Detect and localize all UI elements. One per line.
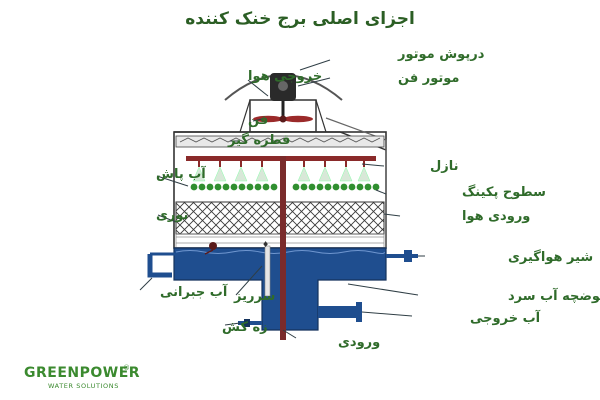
central-riser-pipe bbox=[280, 156, 286, 340]
label-motor-cover: درپوش موتور bbox=[397, 47, 485, 62]
air-vent-valve bbox=[386, 250, 418, 262]
label-fan: فن bbox=[248, 113, 268, 128]
drift-eliminator-layer bbox=[175, 135, 385, 148]
fan-blades bbox=[253, 115, 313, 123]
spray-nozzles bbox=[192, 161, 371, 182]
label-overflow: سرریز bbox=[233, 289, 275, 304]
overflow-pipe bbox=[264, 245, 271, 297]
label-packing-surface: سطوح پکینگ bbox=[462, 184, 546, 200]
svg-text:♦: ♦ bbox=[262, 240, 269, 249]
water-outlet-pipe bbox=[318, 306, 360, 318]
label-drift-eliminator: قطره گیر bbox=[227, 132, 290, 148]
label-drain: زه کش bbox=[222, 320, 268, 335]
label-water-outlet: آب خروجی bbox=[470, 309, 541, 326]
label-mesh: توری bbox=[156, 208, 188, 223]
label-inlet: ورودی bbox=[338, 335, 380, 350]
drain-pipe bbox=[238, 319, 262, 327]
label-air-outlet: خروجی هوا bbox=[248, 69, 322, 84]
water-spray-dots bbox=[190, 183, 380, 191]
label-water-spray: آب پاش bbox=[156, 165, 206, 182]
label-cold-water-basin: حوضچه آب سرد bbox=[508, 287, 600, 304]
diagram-title: اجزای اصلی برج خنک کننده bbox=[185, 9, 415, 29]
makeup-water-pipe bbox=[147, 242, 217, 278]
brand-logo: GREENPOWER ® WATER SOLUTIONS bbox=[24, 364, 140, 390]
label-nozzle: نازل bbox=[430, 159, 459, 174]
leader-lines bbox=[139, 59, 425, 339]
brand-registered-mark: ® bbox=[123, 364, 130, 372]
component-labels: درپوش موتور موتور فن خروجی هوا فن قطره گ… bbox=[156, 47, 600, 350]
brand-subtitle: WATER SOLUTIONS bbox=[48, 382, 119, 390]
label-makeup-water: آب جبرانی bbox=[160, 283, 228, 300]
brand-name: GREENPOWER bbox=[24, 365, 140, 381]
label-motor-fan: موتور فن bbox=[398, 71, 459, 86]
label-air-inlet: ورودی هوا bbox=[462, 209, 530, 224]
label-air-vent-valve: شیر هواگیری bbox=[508, 249, 593, 265]
